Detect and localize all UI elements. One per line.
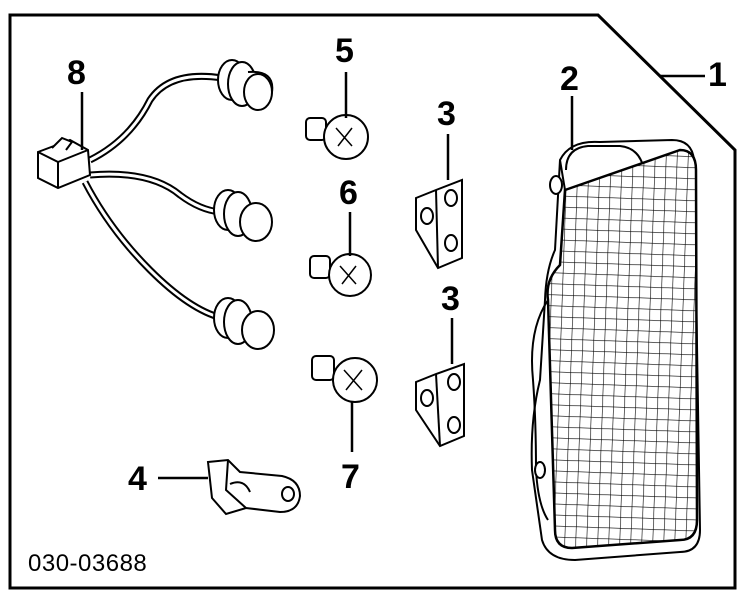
- callout-4: 4: [128, 460, 147, 498]
- lamp-top-socket: [565, 145, 645, 171]
- socket-top: [217, 59, 274, 111]
- callout-3-upper: 3: [437, 95, 456, 133]
- callout-1: 1: [708, 56, 727, 94]
- callout-3-lower: 3: [441, 280, 460, 318]
- bulb-5: [305, 114, 369, 160]
- wiring-harness: [37, 59, 275, 350]
- harness-connector: [37, 138, 92, 190]
- gasket-lower: [415, 362, 465, 448]
- callout-8: 8: [67, 54, 86, 92]
- mounting-stud: [549, 175, 563, 195]
- callout-6: 6: [339, 174, 358, 212]
- socket-middle: [213, 189, 273, 242]
- bulb-6: [309, 253, 372, 297]
- clip-4: [206, 458, 302, 516]
- part-code-label: 030-03688: [28, 550, 148, 577]
- diagram-frame: [8, 13, 737, 590]
- callout-5: 5: [335, 32, 354, 70]
- bulb-7: [311, 355, 378, 403]
- rear-lamp-assembly: [530, 138, 702, 562]
- callout-2: 2: [560, 60, 579, 98]
- callout-7: 7: [341, 458, 360, 496]
- socket-bottom: [213, 297, 275, 350]
- leader-lines: [80, 72, 705, 480]
- gasket-upper: [415, 178, 463, 270]
